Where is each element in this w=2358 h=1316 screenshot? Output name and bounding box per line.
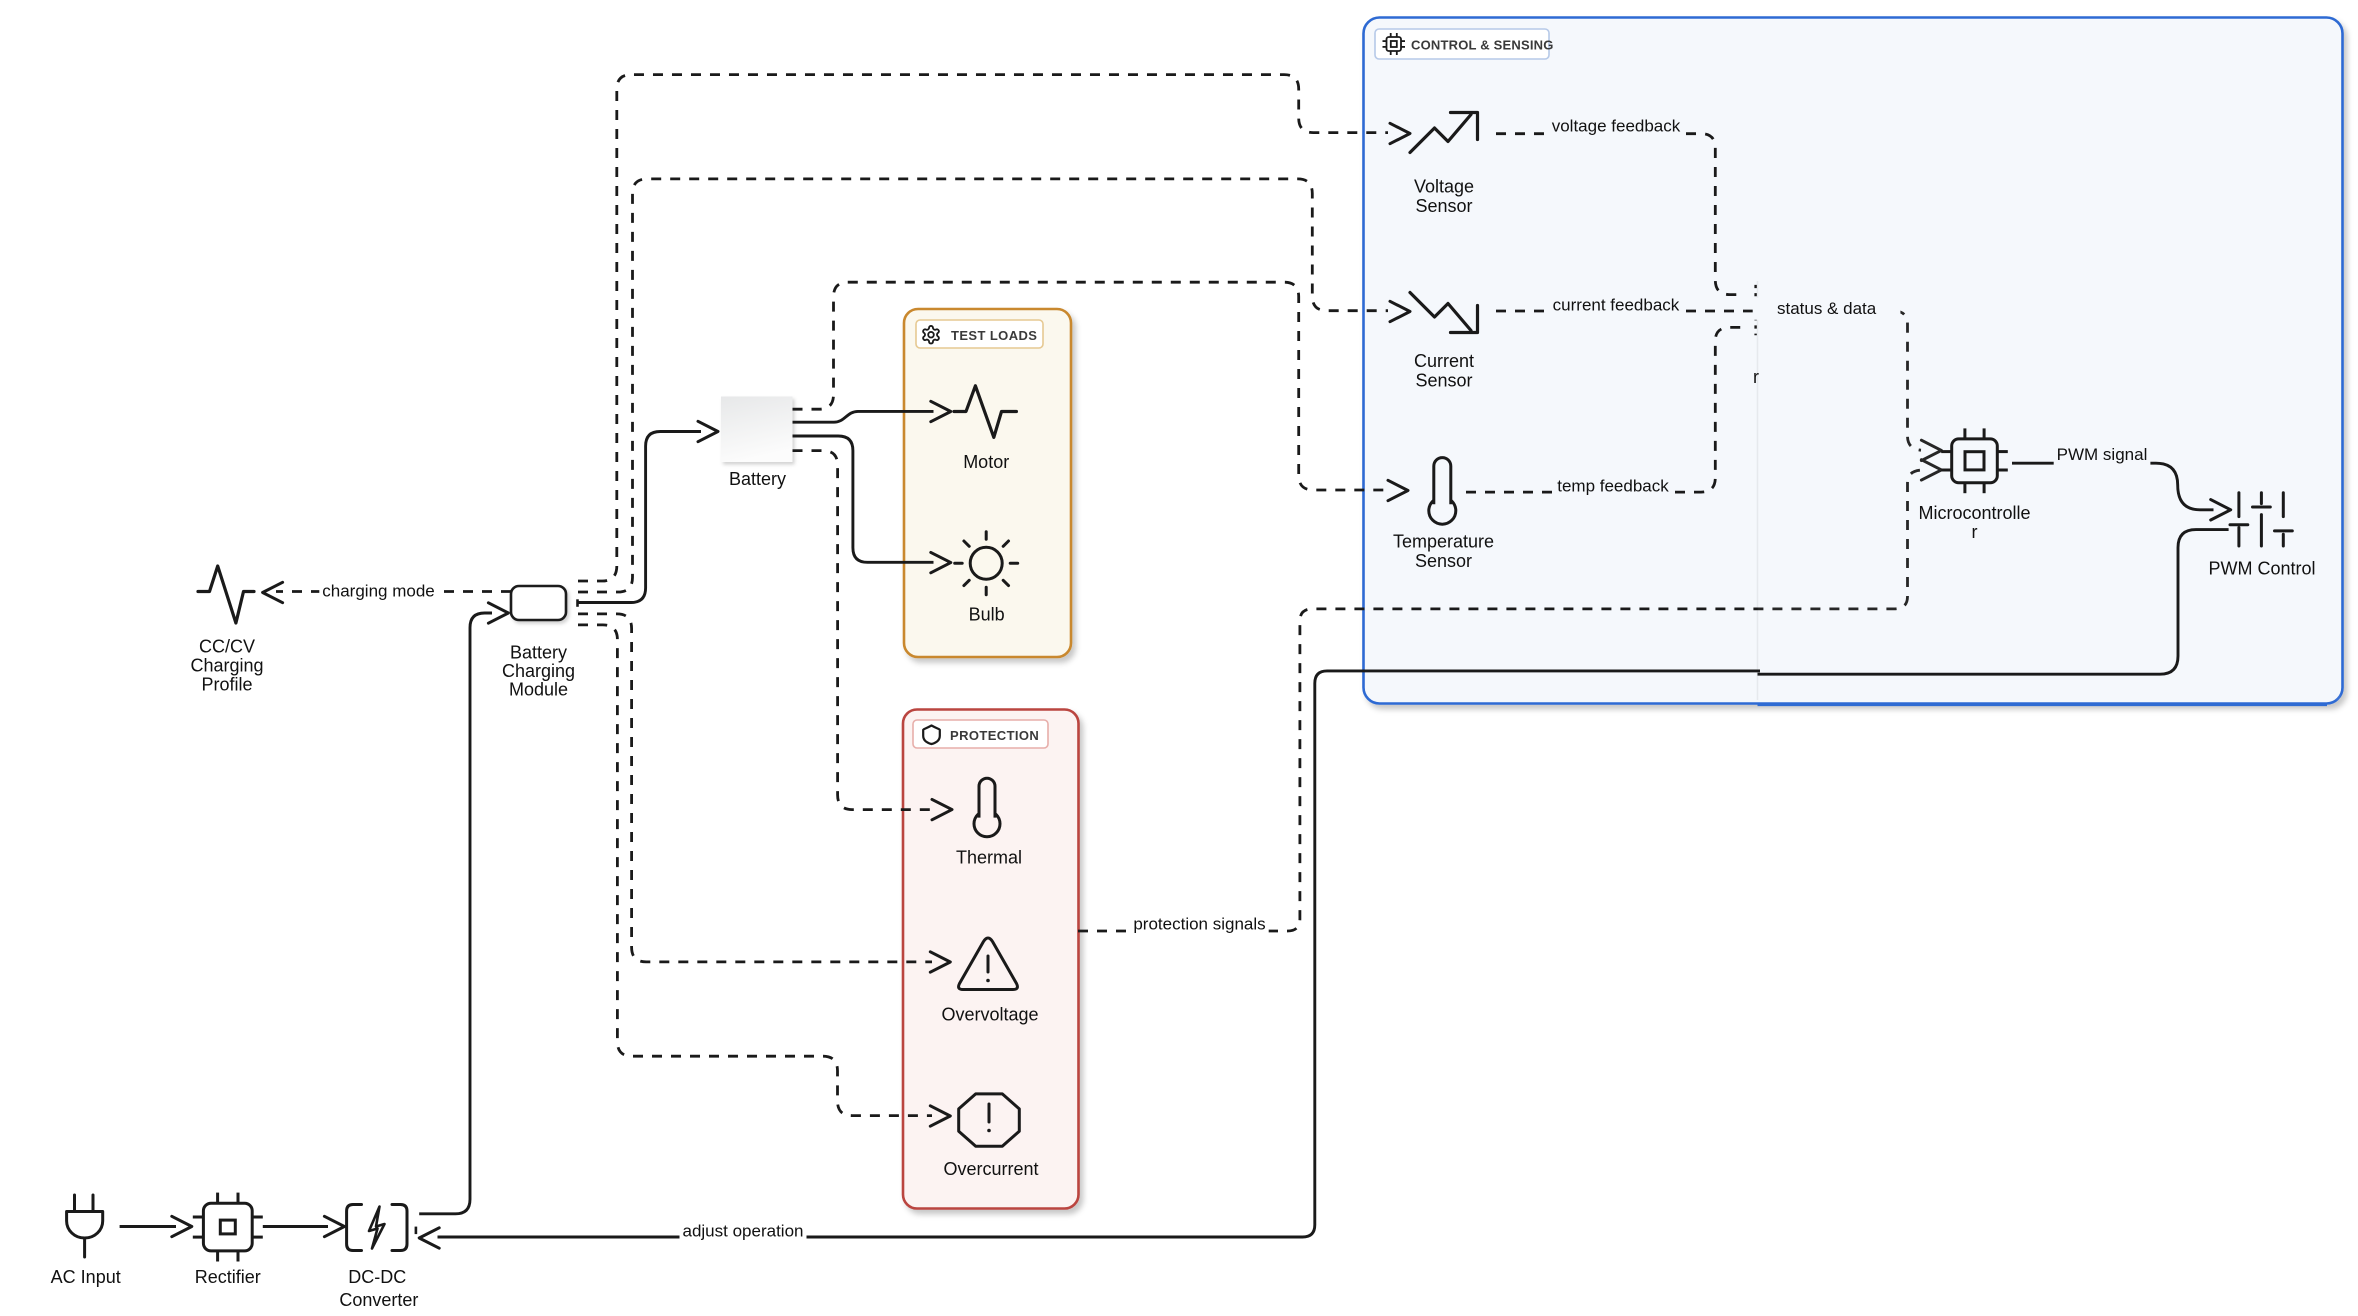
svg-text:TEST LOADS: TEST LOADS [951,328,1037,343]
svg-text:charging mode: charging mode [322,582,434,601]
svg-text:protection signals: protection signals [1133,915,1265,934]
svg-text:PWM signal: PWM signal [2057,445,2148,464]
svg-text:Motor: Motor [963,452,1009,472]
svg-text:current feedback: current feedback [1553,296,1680,315]
svg-text:r: r [1753,367,1759,387]
svg-text:Overcurrent: Overcurrent [943,1159,1038,1179]
svg-text:Sensor: Sensor [1415,371,1472,391]
svg-text:Rectifier: Rectifier [195,1267,261,1287]
svg-text:Charging: Charging [502,661,575,681]
svg-text:Current: Current [1414,351,1474,371]
svg-text:AC Input: AC Input [51,1267,121,1287]
svg-text:Charging: Charging [190,656,263,676]
svg-text:CONTROL & SENSING: CONTROL & SENSING [1411,38,1554,53]
svg-text:Thermal: Thermal [956,848,1022,868]
svg-text:Temperature: Temperature [1393,532,1494,552]
svg-text:Profile: Profile [201,675,252,695]
svg-text:DC-DC: DC-DC [348,1267,406,1287]
svg-text:Bulb: Bulb [969,605,1005,625]
svg-text:Converter: Converter [339,1290,418,1310]
svg-text:Module: Module [509,680,568,700]
svg-text:PROTECTION: PROTECTION [950,728,1039,743]
svg-text:PWM Control: PWM Control [2208,559,2315,579]
svg-text:voltage feedback: voltage feedback [1552,117,1681,136]
svg-text:Voltage: Voltage [1414,177,1474,197]
svg-text:adjust operation: adjust operation [683,1222,804,1241]
svg-text:Battery: Battery [510,643,567,663]
svg-text:Microcontrolle: Microcontrolle [1918,503,2030,523]
svg-text:Battery: Battery [729,469,786,489]
svg-text:Overvoltage: Overvoltage [941,1005,1038,1025]
svg-text:Sensor: Sensor [1415,196,1472,216]
svg-text:Sensor: Sensor [1415,551,1472,571]
svg-text:CC/CV: CC/CV [199,637,255,657]
svg-text:temp feedback: temp feedback [1557,477,1669,496]
svg-text:status & data: status & data [1777,299,1877,318]
svg-text:r: r [1972,522,1978,542]
